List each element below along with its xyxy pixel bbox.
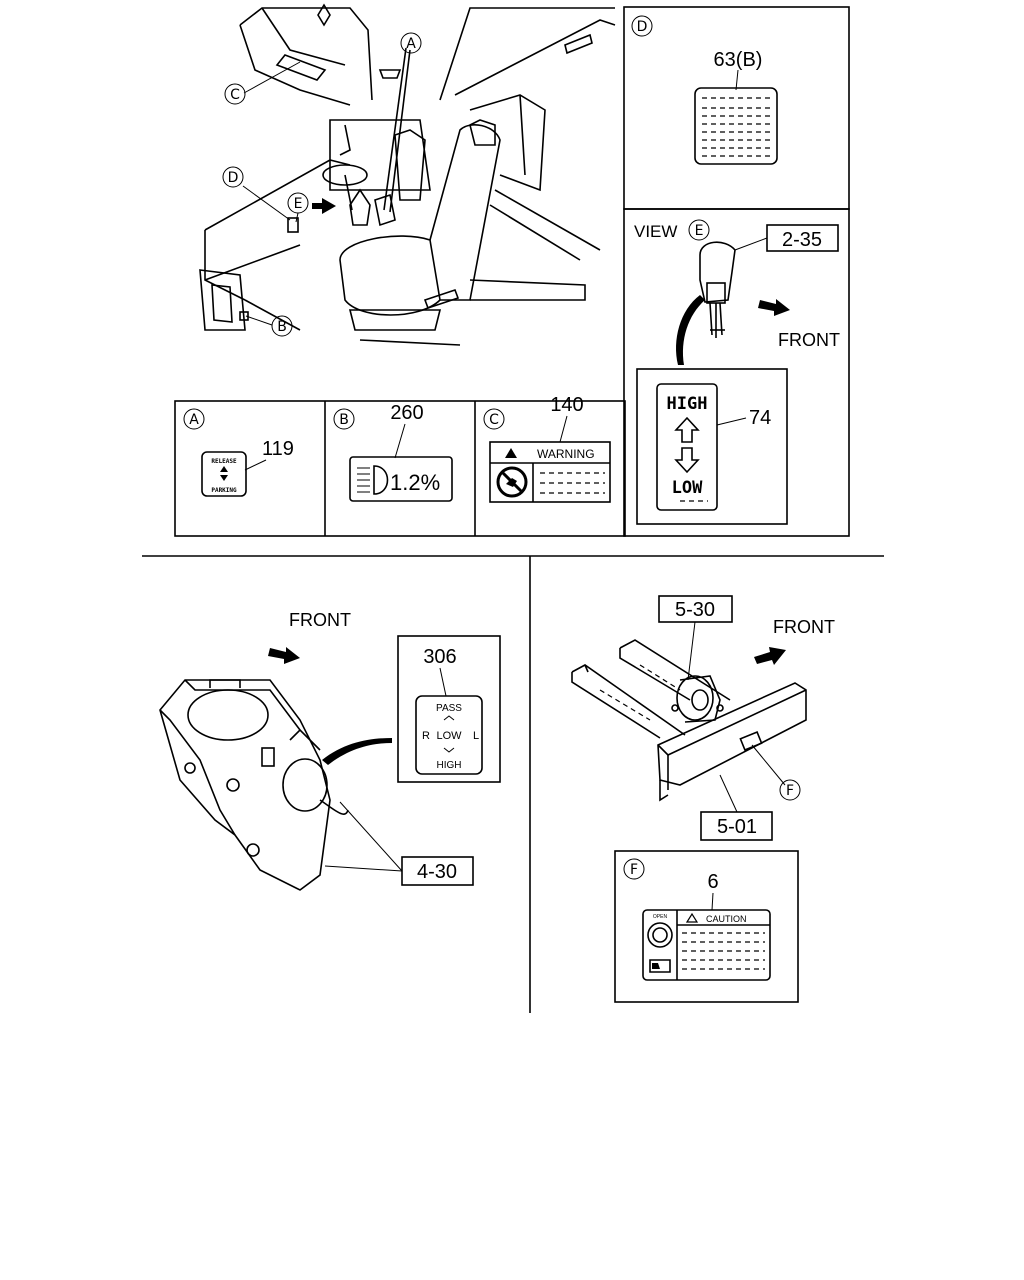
part-number-63b: 63(B) — [714, 49, 763, 71]
decal-74 — [656, 383, 718, 511]
panel-b-callout: B — [339, 412, 349, 428]
decal-63b-text-lines — [702, 97, 770, 157]
callout-b-top: B — [271, 315, 293, 337]
part-number-260: 260 — [390, 402, 423, 424]
decal-parking-text: PARKING — [211, 487, 237, 494]
arrow-down-icon — [674, 447, 700, 474]
panel-d — [623, 6, 850, 210]
decal-release-parking — [201, 451, 247, 497]
triangle-up-icon — [220, 466, 228, 472]
lock-knob-icon — [647, 922, 673, 948]
warning-triangle-icon — [505, 448, 517, 458]
ref-box-5-30 — [658, 595, 733, 623]
decal-caution — [642, 909, 771, 981]
decal-l-text: L — [473, 730, 479, 742]
panel-d-callout: D — [637, 19, 648, 35]
svg-text:E: E — [294, 196, 303, 212]
svg-text:A: A — [406, 36, 416, 52]
svg-text:C: C — [230, 87, 240, 103]
panel-a-callout: A — [189, 412, 199, 428]
decal-high-bottom-text: HIGH — [437, 760, 462, 771]
callout-a-top: A — [400, 32, 422, 54]
frame-drawing — [571, 639, 807, 802]
decal-open-text: OPEN — [653, 914, 668, 920]
part-number-306: 306 — [423, 646, 456, 668]
decal-warning — [489, 441, 611, 503]
ref-5-01: 5-01 — [717, 816, 757, 838]
decal-low-center-text: LOW — [436, 730, 462, 742]
combination-switch-drawing — [159, 679, 349, 891]
ref-2-35: 2-35 — [782, 229, 822, 251]
curved-arrow-icon — [322, 738, 392, 765]
warning-triangle-icon — [685, 912, 699, 923]
part-number-140: 140 — [550, 394, 583, 416]
decal-74-frame — [636, 368, 788, 525]
arrow-up-icon — [674, 416, 700, 443]
view-label: VIEW — [634, 222, 677, 241]
no-symbol-icon — [496, 466, 528, 498]
decal-low-text: LOW — [672, 478, 703, 498]
front-arrow-icon — [758, 299, 790, 316]
decal-pass-text: PASS — [436, 703, 462, 714]
callout-c-top: C — [224, 83, 246, 105]
headlamp-icon — [357, 465, 389, 495]
decal-r-text: R — [422, 730, 430, 742]
part-number-74: 74 — [749, 407, 771, 429]
ref-5-30: 5-30 — [675, 599, 715, 621]
decal-high-text: HIGH — [667, 394, 708, 414]
decal-warning-text: WARNING — [537, 447, 595, 461]
shift-lever-drawing — [699, 241, 736, 338]
front-label-view-e: FRONT — [778, 330, 840, 350]
decal-pass-low-high — [415, 695, 483, 775]
svg-text:D: D — [228, 170, 239, 186]
decal-release-text: RELEASE — [211, 458, 237, 465]
svg-text:B: B — [277, 319, 287, 335]
decal-306-frame — [397, 635, 501, 783]
front-label-frame: FRONT — [773, 617, 835, 637]
triangle-down-icon — [220, 475, 228, 481]
callout-e-top: E — [287, 192, 309, 214]
ref-4-30: 4-30 — [417, 861, 457, 883]
front-label-switch: FRONT — [289, 610, 351, 630]
panel-c-callout: C — [489, 412, 499, 428]
callout-f-frame: F — [786, 783, 794, 799]
curved-arrow-icon — [676, 295, 705, 365]
decal-caution-text: CAUTION — [706, 914, 747, 924]
panel-f-callout: F — [630, 862, 638, 878]
front-arrow-icon — [754, 647, 786, 665]
decal-headlamp-text: 1.2% — [390, 470, 440, 495]
panels-abc — [174, 400, 626, 537]
panel-view-e — [623, 208, 850, 537]
front-arrow-icon — [268, 647, 300, 664]
pointer-arrow-icon — [312, 198, 336, 214]
cab-interior-drawing — [199, 3, 616, 346]
view-e-callout: E — [695, 223, 704, 239]
panel-f — [614, 850, 799, 1003]
callout-d-top: D — [222, 166, 244, 188]
decal-63b — [694, 87, 778, 165]
part-number-6: 6 — [707, 871, 718, 893]
part-number-119: 119 — [262, 438, 294, 460]
decal-headlamp — [349, 456, 453, 502]
